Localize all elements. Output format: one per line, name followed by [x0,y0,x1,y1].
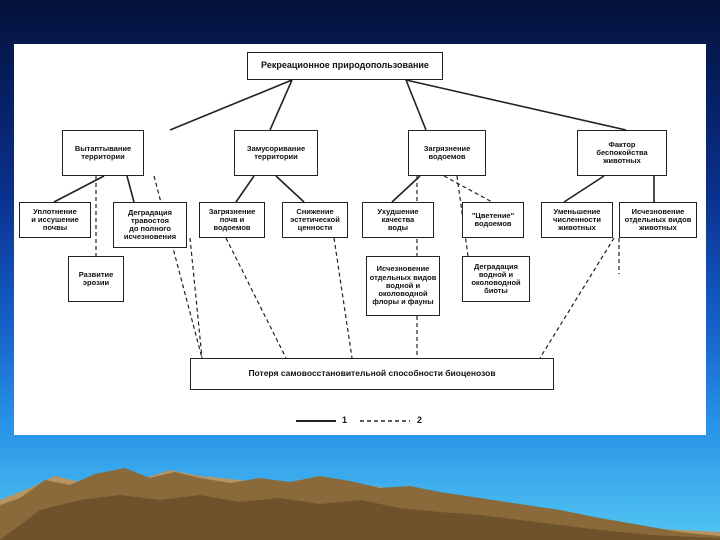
root-node: Рекреационное природопользование [247,52,443,80]
connector-factor2-effect4 [235,175,255,203]
factor-node-littering: Замусоривание территории [234,130,318,176]
dashed-factor3-effect7 [443,175,493,203]
bottom-node: Потеря самовосстановительной способности… [190,358,554,390]
connector-factor4-effect10 [563,175,605,203]
connector-root-factor1 [169,79,293,131]
factor-node-trampling: Вытаптывание территории [62,130,144,176]
connector-lines [53,79,655,422]
effect-node-animal-species-loss: Исчезновение отдельных видов животных [619,202,697,238]
legend-solid-label: 1 [342,415,348,425]
effect-node-species-loss-aquatic: Исчезновение отдельных видов водной и ок… [366,256,440,316]
connector-root-factor4 [405,79,627,131]
effect-node-water-bloom: "Цветение" водоемов [462,202,524,238]
connector-factor2-effect5 [275,175,305,203]
connector-factor1-effect1 [53,175,105,203]
effect-node-erosion: Развитие эрозии [68,256,124,302]
connector-root-factor3 [405,79,427,131]
effect-node-grass-degradation: Деградация травостоя до полного исчезнов… [113,202,187,248]
connector-factor3-effect6 [391,175,421,203]
diagram-panel: Рекреационное природопользование Вытапты… [14,44,706,435]
legend-dashed-label: 2 [417,415,423,425]
dashed-effect10-bottom [539,237,615,359]
dashed-effect4-bottom [225,237,287,359]
effect-node-soil-compaction: Уплотнение и иссушение почвы [19,202,91,238]
factor-node-disturbance: Фактор беспокойства животных [577,130,667,176]
connector-factor1-effect2 [126,175,135,203]
effect-node-soil-pollution: Загрязнение почв и водоемов [199,202,265,238]
effect-node-aesthetic-loss: Снижение эстетической ценности [282,202,348,238]
dashed-branch-left [189,237,203,359]
dashed-effect5-bottom [333,237,353,359]
factor-node-water-pollution: Загрязнение водоемов [408,130,486,176]
mountain-shadow [0,495,720,540]
connector-root-factor2 [269,79,293,131]
effect-node-water-quality: Ухудшение качества воды [362,202,434,238]
effect-node-biota-degradation: Деградация водной и околоводной биоты [462,256,530,302]
effect-node-animal-decrease: Уменьшение численности животных [541,202,613,238]
